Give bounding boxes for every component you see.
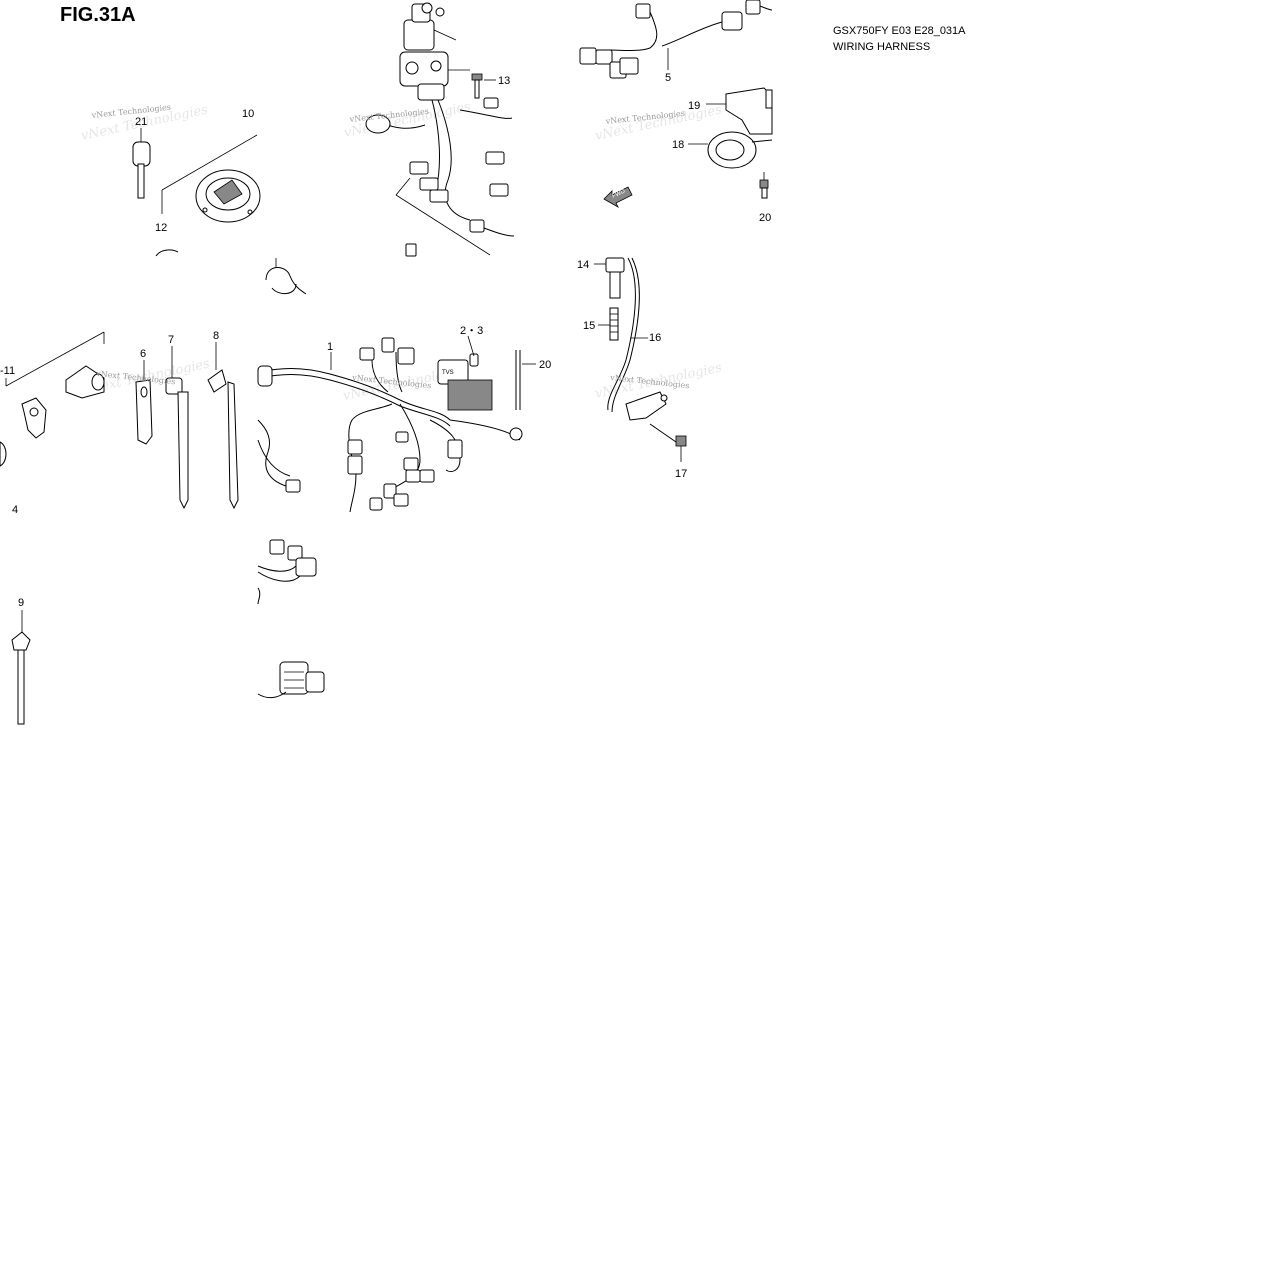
cable-tie-9	[11, 610, 31, 725]
cable-tie-7	[165, 346, 189, 510]
callout-4: 4	[12, 504, 18, 516]
callout-labels: 21 10 12 13 5 19 18 20 14 15 16 17 1 2・3…	[0, 72, 771, 609]
callout-20: 20	[759, 212, 771, 224]
callout-13: 13	[498, 75, 510, 87]
callout-15: 15	[583, 320, 595, 332]
callout-16: 16	[649, 332, 661, 344]
key-21	[132, 128, 151, 199]
sensor-unit	[625, 391, 668, 421]
fwd-label: FWD	[611, 188, 627, 199]
partial-part-12	[155, 249, 179, 257]
figure-code: GSX750FY E03 E28_031A	[833, 25, 966, 37]
relay-unit: TVS	[437, 335, 493, 411]
callout-17: 17	[675, 468, 687, 480]
figure-subtitle: WIRING HARNESS	[833, 41, 931, 53]
connector	[483, 97, 499, 109]
wire-16	[607, 257, 648, 413]
clamp-20	[515, 350, 536, 410]
callout-12: 12	[155, 222, 167, 234]
callout-10: 10	[242, 108, 254, 120]
callout-8: 8	[213, 330, 219, 342]
tvs-label: TVS	[442, 370, 454, 376]
callout-1: 1	[327, 341, 333, 353]
bracket-part	[21, 397, 47, 439]
callout-2-3: 2・3	[460, 325, 483, 337]
connector-group-lower	[257, 539, 317, 605]
wire-clip	[265, 258, 307, 295]
partial-part-4	[0, 441, 7, 467]
callout-14: 14	[577, 259, 589, 271]
callout-18: 18	[672, 139, 684, 151]
multi-pin-connector	[257, 661, 325, 699]
wire-subharness-5	[579, 0, 773, 79]
bolt-20	[759, 172, 769, 199]
ignition-switch	[399, 2, 470, 101]
clamp-6	[135, 360, 153, 445]
ignition-wiring	[365, 99, 515, 257]
fuel-cap-10	[161, 134, 261, 223]
callout-21: 21	[135, 116, 147, 128]
switch-14	[594, 257, 625, 299]
cushion-part	[65, 365, 105, 399]
bracket-19	[706, 87, 773, 135]
fwd-arrow-icon: FWD	[603, 186, 633, 209]
main-wiring-harness-1	[257, 337, 523, 513]
callout-19: 19	[688, 100, 700, 112]
bracket-line-11	[5, 331, 105, 387]
bolt-13	[471, 73, 496, 99]
horn-18	[688, 131, 773, 169]
spring-15	[598, 307, 619, 341]
callout-5: 5	[665, 72, 671, 84]
bolt-17	[649, 423, 687, 462]
callout-11: -11	[0, 365, 15, 377]
callout-20-mid: 20	[539, 359, 551, 371]
callout-9: 9	[18, 597, 24, 609]
callout-6: 6	[140, 348, 146, 360]
cable-tie-8	[207, 342, 239, 510]
callout-7: 7	[168, 334, 174, 346]
figure-title: FIG.31A	[60, 4, 136, 26]
